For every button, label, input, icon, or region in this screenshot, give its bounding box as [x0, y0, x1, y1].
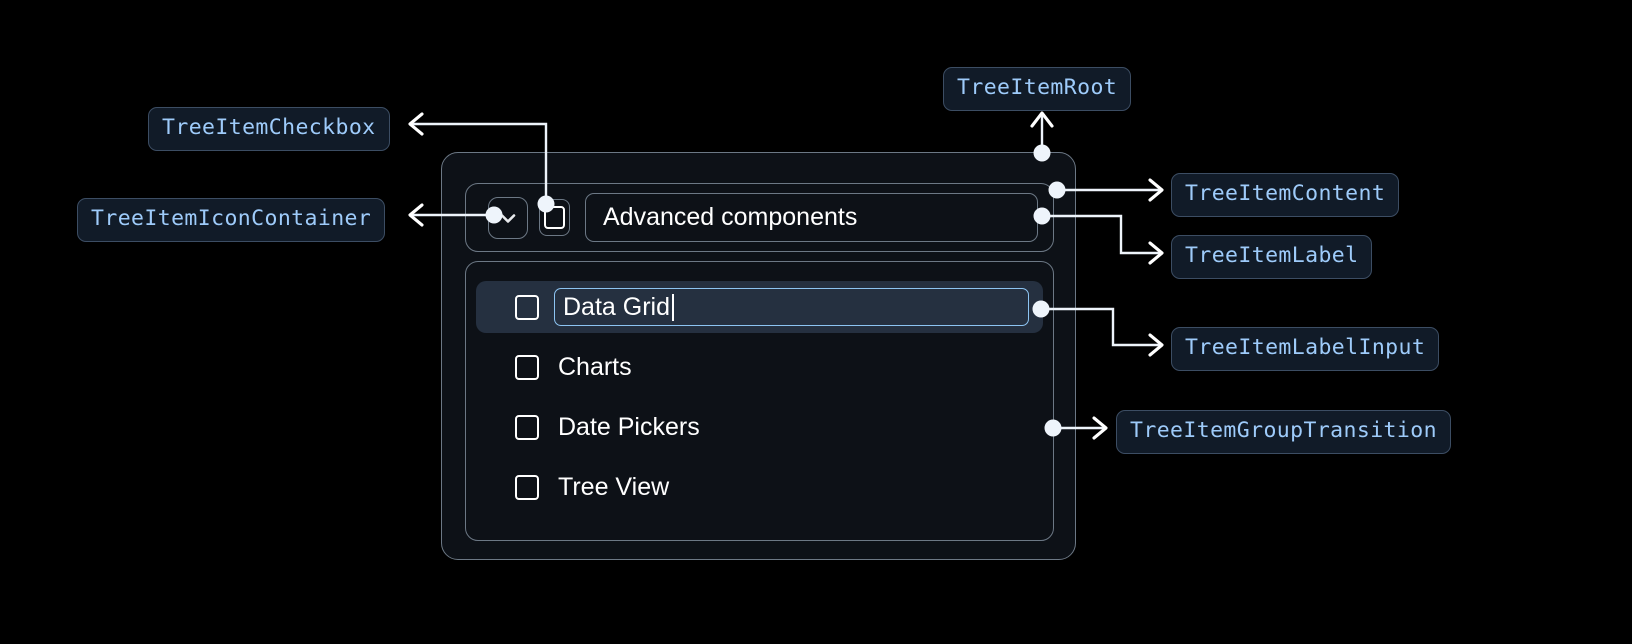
arrowhead-right [1148, 241, 1164, 265]
tree-item-checkbox[interactable] [515, 414, 539, 440]
tree-item-content[interactable]: Advanced components [465, 183, 1054, 252]
annotation-tree-item-label: TreeItemLabel [1171, 235, 1373, 279]
arrowhead-left [408, 112, 424, 136]
tree-item-label[interactable]: Advanced components [585, 193, 1038, 242]
arrowhead-left [408, 203, 424, 227]
annotation-tree-item-content: TreeItemContent [1171, 173, 1400, 217]
tree-item-group-transition: Data Grid Charts Date Pickers Tree View [465, 261, 1054, 541]
tree-item-child-row[interactable]: Tree View [476, 461, 1043, 513]
tree-item-checkbox[interactable] [515, 294, 539, 320]
arrowhead-up [1030, 111, 1054, 128]
checkbox-box-icon [544, 206, 565, 229]
tree-item-child-row[interactable]: Charts [476, 341, 1043, 393]
tree-item-root[interactable]: Advanced components Data Grid Charts Dat… [441, 152, 1076, 560]
annotation-tree-item-checkbox: TreeItemCheckbox [148, 107, 390, 151]
tree-item-child-row[interactable]: Data Grid [476, 281, 1043, 333]
tree-item-child-row[interactable]: Date Pickers [476, 401, 1043, 453]
tree-item-label: Charts [558, 352, 632, 381]
chevron-down-icon [495, 205, 521, 231]
text-caret [671, 293, 674, 321]
tree-item-checkbox[interactable] [515, 474, 539, 500]
tree-item-label: Tree View [558, 472, 670, 501]
arrowhead-right [1148, 333, 1164, 357]
tree-item-label: Date Pickers [558, 412, 700, 441]
annotation-tree-item-icon-container: TreeItemIconContainer [77, 198, 386, 242]
annotation-tree-item-group-transition: TreeItemGroupTransition [1116, 410, 1451, 454]
arrowhead-right [1092, 416, 1108, 440]
tree-item-checkbox[interactable] [539, 199, 570, 236]
label-input-value: Data Grid [563, 292, 670, 321]
arrowhead-right [1148, 178, 1164, 202]
tree-item-checkbox[interactable] [515, 354, 539, 380]
tree-item-icon-container[interactable] [488, 196, 528, 239]
tree-item-label-input[interactable]: Data Grid [554, 288, 1029, 326]
annotation-tree-item-root: TreeItemRoot [943, 67, 1132, 111]
annotation-tree-item-label-input: TreeItemLabelInput [1171, 327, 1440, 371]
